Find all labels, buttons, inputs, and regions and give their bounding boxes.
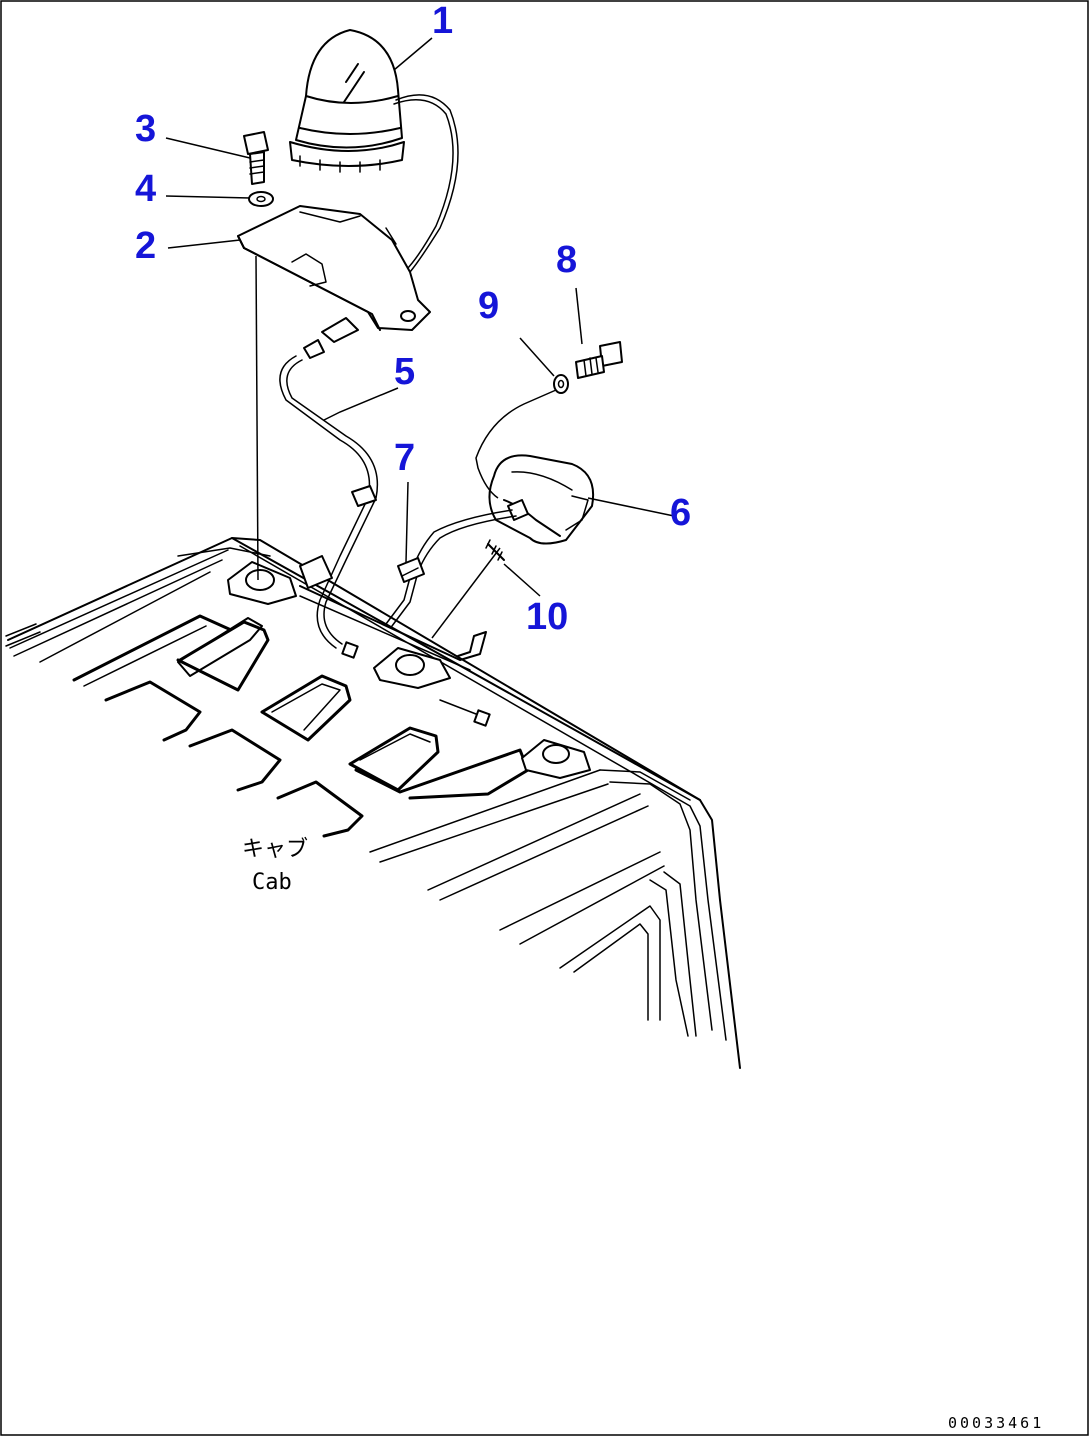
callout-4: 4	[135, 168, 156, 210]
cab-roof-icon	[5, 537, 741, 1069]
callout-9: 9	[478, 285, 499, 327]
rotating-beacon-icon	[289, 29, 459, 273]
callout-8: 8	[556, 239, 577, 281]
document-number: 00033461	[948, 1414, 1044, 1432]
cab-label-japanese: キャブ	[242, 837, 308, 862]
alignment-line	[431, 547, 501, 639]
callout-10: 10	[526, 596, 568, 638]
roof-mount-middle	[373, 647, 451, 689]
callout-3: 3	[135, 108, 156, 150]
cab-label-english: Cab	[252, 870, 292, 895]
switch-box-icon	[385, 454, 594, 627]
callout-1: 1	[432, 0, 453, 42]
clip-icon	[397, 557, 425, 583]
washer-icon	[248, 191, 274, 207]
bolt-icon	[575, 341, 623, 379]
wiring-harness-icon	[279, 317, 379, 649]
washer-icon	[553, 374, 569, 394]
callout-6: 6	[670, 492, 691, 534]
roof-mount-right	[521, 739, 591, 779]
bolt-icon	[243, 131, 269, 185]
callout-5: 5	[394, 351, 415, 393]
screw-icon	[485, 539, 505, 561]
alignment-line	[475, 389, 557, 499]
roof-mount-left	[227, 561, 297, 605]
mounting-bracket-icon	[237, 205, 431, 331]
callout-2: 2	[135, 225, 156, 267]
alignment-line	[255, 255, 259, 581]
callout-7: 7	[394, 437, 415, 479]
leader-lines	[165, 37, 675, 597]
